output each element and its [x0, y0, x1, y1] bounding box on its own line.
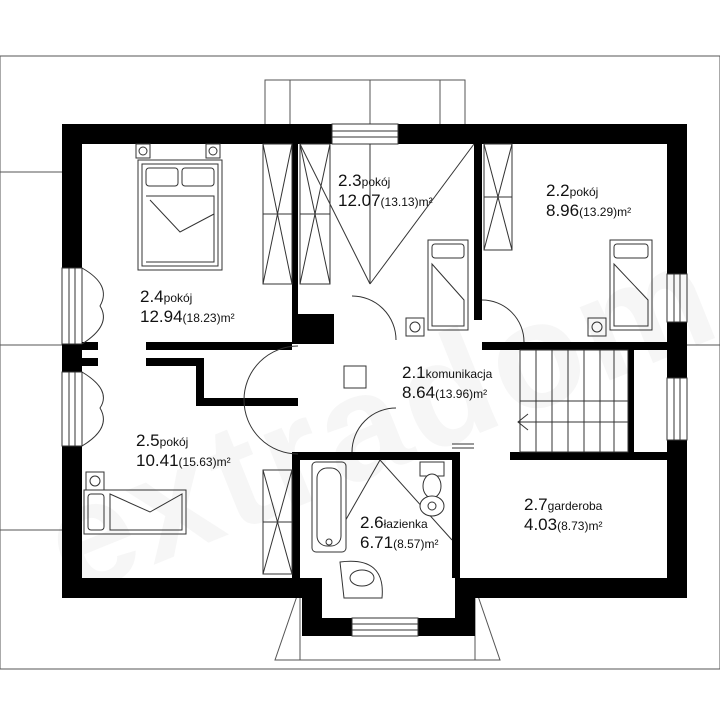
room-label-2-1: 2.1komunikacja 8.64(13.96)m² — [402, 363, 493, 402]
beds — [83, 159, 653, 535]
bathroom-fixtures — [311, 461, 445, 599]
exterior-walls — [62, 124, 687, 636]
windows — [61, 123, 688, 637]
room-label-2-5: 2.5pokój 10.41(15.63)m² — [136, 431, 231, 470]
room-label-2-2: 2.2pokój 8.96(13.29)m² — [546, 181, 632, 220]
chimney — [343, 365, 367, 389]
night-tables — [85, 143, 607, 491]
room-label-2-7: 2.7garderoba 4.03(8.73)m² — [524, 495, 603, 534]
doors — [81, 267, 525, 455]
room-label-2-3: 2.3pokój 12.07(13.13)m² — [338, 171, 433, 210]
wardrobes — [262, 143, 513, 575]
room-label-2-4: 2.4pokój 12.94(18.23)m² — [140, 287, 235, 326]
room-label-2-6: 2.6łazienka 6.71(8.57)m² — [360, 513, 439, 552]
stairs — [517, 349, 629, 453]
interior-walls — [82, 144, 667, 578]
